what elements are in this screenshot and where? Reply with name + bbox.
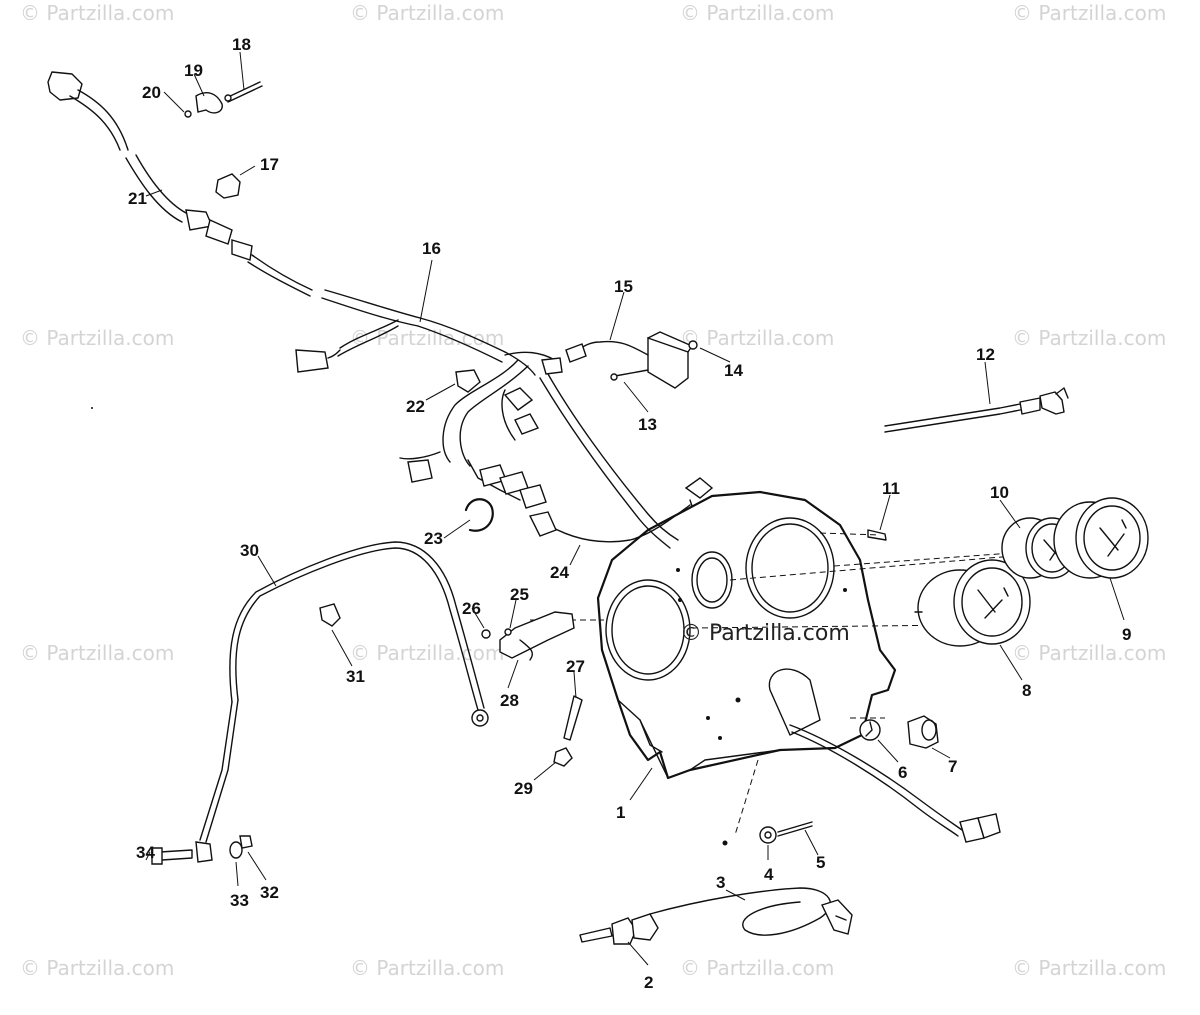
watermark: © Partzilla.com bbox=[1012, 641, 1166, 665]
nut-4 bbox=[722, 821, 813, 846]
callout-21: 21 bbox=[128, 189, 147, 208]
watermark: © Partzilla.com bbox=[350, 1, 504, 25]
ring-23 bbox=[464, 498, 494, 532]
callout-15: 15 bbox=[614, 277, 633, 296]
callout-23: 23 bbox=[424, 529, 443, 548]
watermark: © Partzilla.com bbox=[20, 326, 174, 350]
callout-9: 9 bbox=[1122, 625, 1131, 644]
bolt-27 bbox=[553, 695, 583, 767]
screw-11 bbox=[867, 529, 887, 541]
bracket-19 bbox=[184, 81, 263, 118]
watermark: © Partzilla.com bbox=[680, 1, 834, 25]
callout-18: 18 bbox=[232, 35, 251, 54]
watermark: © Partzilla.com bbox=[20, 956, 174, 980]
callout-14: 14 bbox=[724, 361, 743, 380]
callout-20: 20 bbox=[142, 83, 161, 102]
watermark: © Partzilla.com bbox=[20, 641, 174, 665]
callout-labels: 1 2 3 4 5 6 7 8 9 10 11 12 13 14 15 16 1… bbox=[128, 35, 1131, 992]
callout-22: 22 bbox=[406, 397, 425, 416]
module-15 bbox=[565, 331, 698, 389]
gauge-8 bbox=[914, 559, 1031, 647]
watermark: © Partzilla.com bbox=[1012, 326, 1166, 350]
watermarks: © Partzilla.com © Partzilla.com © Partzi… bbox=[20, 1, 1166, 980]
indicator-7 bbox=[859, 715, 939, 749]
cable-30 bbox=[195, 541, 489, 863]
watermark: © Partzilla.com bbox=[1012, 956, 1166, 980]
callout-26: 26 bbox=[462, 599, 481, 618]
watermark: © Partzilla.com bbox=[680, 326, 834, 350]
gauge-9 bbox=[1053, 497, 1149, 579]
callout-27: 27 bbox=[566, 657, 585, 676]
callout-10: 10 bbox=[990, 483, 1009, 502]
callout-16: 16 bbox=[422, 239, 441, 258]
wire-lower bbox=[789, 724, 1001, 843]
instrument-panel bbox=[596, 490, 897, 780]
callout-29: 29 bbox=[514, 779, 533, 798]
watermark: © Partzilla.com bbox=[350, 956, 504, 980]
callout-8: 8 bbox=[1022, 681, 1031, 700]
callout-19: 19 bbox=[184, 61, 203, 80]
callout-34: 34 bbox=[136, 843, 155, 862]
callout-33: 33 bbox=[230, 891, 249, 910]
callout-31: 31 bbox=[346, 667, 365, 686]
callout-4: 4 bbox=[764, 865, 774, 884]
callout-2: 2 bbox=[644, 973, 653, 992]
callout-6: 6 bbox=[898, 763, 907, 782]
grommet-17 bbox=[215, 173, 241, 199]
callout-17: 17 bbox=[260, 155, 279, 174]
callout-28: 28 bbox=[500, 691, 519, 710]
callout-24: 24 bbox=[550, 563, 569, 582]
callout-1: 1 bbox=[616, 803, 625, 822]
callout-7: 7 bbox=[948, 757, 957, 776]
callout-3: 3 bbox=[716, 873, 725, 892]
watermark: © Partzilla.com bbox=[350, 641, 504, 665]
watermark: © Partzilla.com bbox=[1012, 1, 1166, 25]
callout-11: 11 bbox=[882, 479, 900, 498]
callout-30: 30 bbox=[240, 541, 259, 560]
main-harness bbox=[47, 71, 714, 549]
callout-12: 12 bbox=[976, 345, 995, 364]
callout-32: 32 bbox=[260, 883, 279, 902]
callout-13: 13 bbox=[638, 415, 657, 434]
clip-31 bbox=[319, 603, 341, 627]
clip-22 bbox=[455, 369, 481, 393]
watermark: © Partzilla.com bbox=[680, 956, 834, 980]
center-watermark: © Partzilla.com bbox=[680, 621, 850, 646]
watermark: © Partzilla.com bbox=[20, 1, 174, 25]
bracket-28 bbox=[481, 611, 575, 661]
callout-25: 25 bbox=[510, 585, 529, 604]
cable-12 bbox=[884, 387, 1069, 433]
callout-5: 5 bbox=[816, 853, 825, 872]
bolt-34 bbox=[151, 835, 253, 865]
key-switch-2 bbox=[579, 887, 853, 945]
leader-lines bbox=[145, 51, 1125, 966]
